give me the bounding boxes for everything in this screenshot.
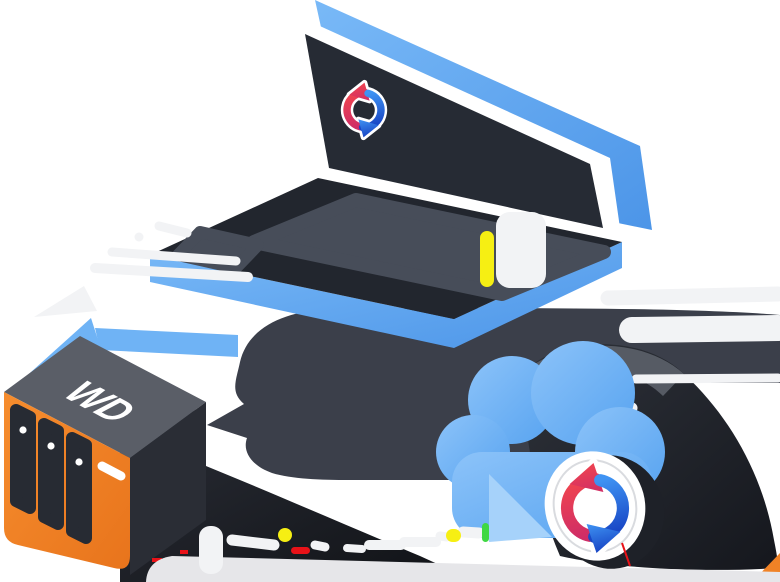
drive-bay-leds (19, 426, 83, 466)
nas-highlight-pill (97, 461, 126, 481)
nas-drive-bays (10, 404, 92, 544)
arrow-blue-to-cloud (489, 474, 552, 542)
dash (457, 526, 485, 539)
dash (600, 286, 780, 306)
nas-top-face (4, 336, 206, 458)
accent-yellow-bar (480, 231, 494, 287)
dash (343, 544, 366, 553)
red-speck (152, 558, 162, 562)
arrow-band (95, 328, 238, 357)
dash (310, 540, 330, 552)
accent-green-dash (482, 523, 489, 542)
laptop-underbody (150, 242, 622, 348)
dash (435, 531, 452, 542)
badge-inner-ring (552, 459, 638, 553)
dashed-arc-left (34, 221, 253, 317)
accent-red-dash (291, 547, 310, 554)
led-dot (47, 442, 55, 450)
led-dot (19, 426, 27, 434)
dashed-arc-right (496, 212, 780, 414)
dash (90, 263, 253, 282)
accent-yellow-dash (446, 529, 461, 542)
laptop-screen (305, 34, 603, 228)
red-speck (180, 550, 188, 554)
wd-nas-device: WD (4, 336, 206, 575)
dash (107, 247, 241, 266)
dash-large (199, 526, 223, 574)
dash (631, 373, 780, 384)
drive-bay (38, 418, 64, 530)
drive-bay (10, 404, 36, 514)
accent-yellow-dash (278, 528, 292, 542)
arrowhead-white (34, 286, 97, 317)
dash (154, 221, 192, 238)
dash-large (619, 315, 780, 343)
dashed-arc-bottom (199, 526, 485, 574)
drive-bay (66, 432, 92, 544)
led-dot (75, 458, 83, 466)
dash-large (496, 212, 546, 288)
cloud-sync-badge (544, 440, 665, 569)
ground-shadow-band (146, 556, 780, 582)
accent-red-line (621, 542, 631, 567)
dash (134, 232, 144, 242)
laptop (150, 0, 652, 348)
nas-right-face (130, 402, 206, 575)
dash (226, 534, 280, 551)
